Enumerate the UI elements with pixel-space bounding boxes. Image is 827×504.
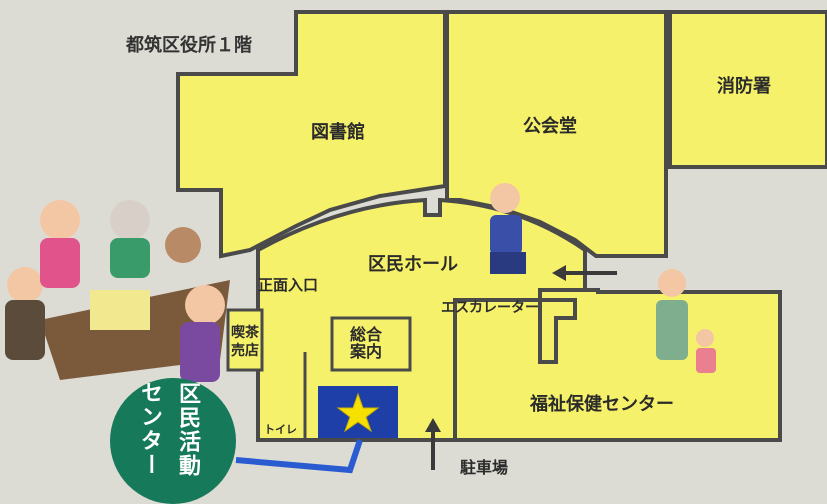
welfare-center-room <box>453 288 782 442</box>
mother-child-illustration <box>656 269 716 373</box>
escalator-label: エスカレーター <box>441 300 539 316</box>
people-illustration <box>5 200 230 382</box>
floor-map: 都筑区役所１階 図書館 公会堂 消防署 区民ホール 正面入口 エスカレーター 総… <box>5 10 827 504</box>
information-desk <box>330 316 412 372</box>
center-badge-line2: センター <box>137 381 162 477</box>
cafe-shop-room <box>226 308 264 372</box>
toilet-label: トイレ <box>264 423 297 436</box>
route-line <box>235 439 363 474</box>
parking-label: 駐車場 <box>460 458 509 477</box>
entry-arrow-icon <box>552 265 617 281</box>
kumin-hall-label: 区民ホール <box>368 254 458 275</box>
main-entrance-label: 正面入口 <box>258 276 319 294</box>
fire-station-label: 消防署 <box>717 76 771 97</box>
information-label: 総合案内 <box>349 325 382 361</box>
parking-arrow-icon <box>425 418 441 470</box>
walking-man-illustration <box>490 183 526 274</box>
welfare-center-label: 福祉保健センター <box>530 394 674 415</box>
star-icon <box>336 392 380 433</box>
center-badge <box>110 378 236 504</box>
library-room <box>176 10 447 259</box>
center-badge-line1: 区民活動 <box>175 382 200 478</box>
floor-title: 都筑区役所１階 <box>126 35 252 56</box>
library-label: 図書館 <box>311 122 365 143</box>
fire-station-room <box>668 10 827 169</box>
public-hall-label: 公会堂 <box>523 116 577 137</box>
cafe-shop-label: 喫茶売店 <box>231 325 259 359</box>
